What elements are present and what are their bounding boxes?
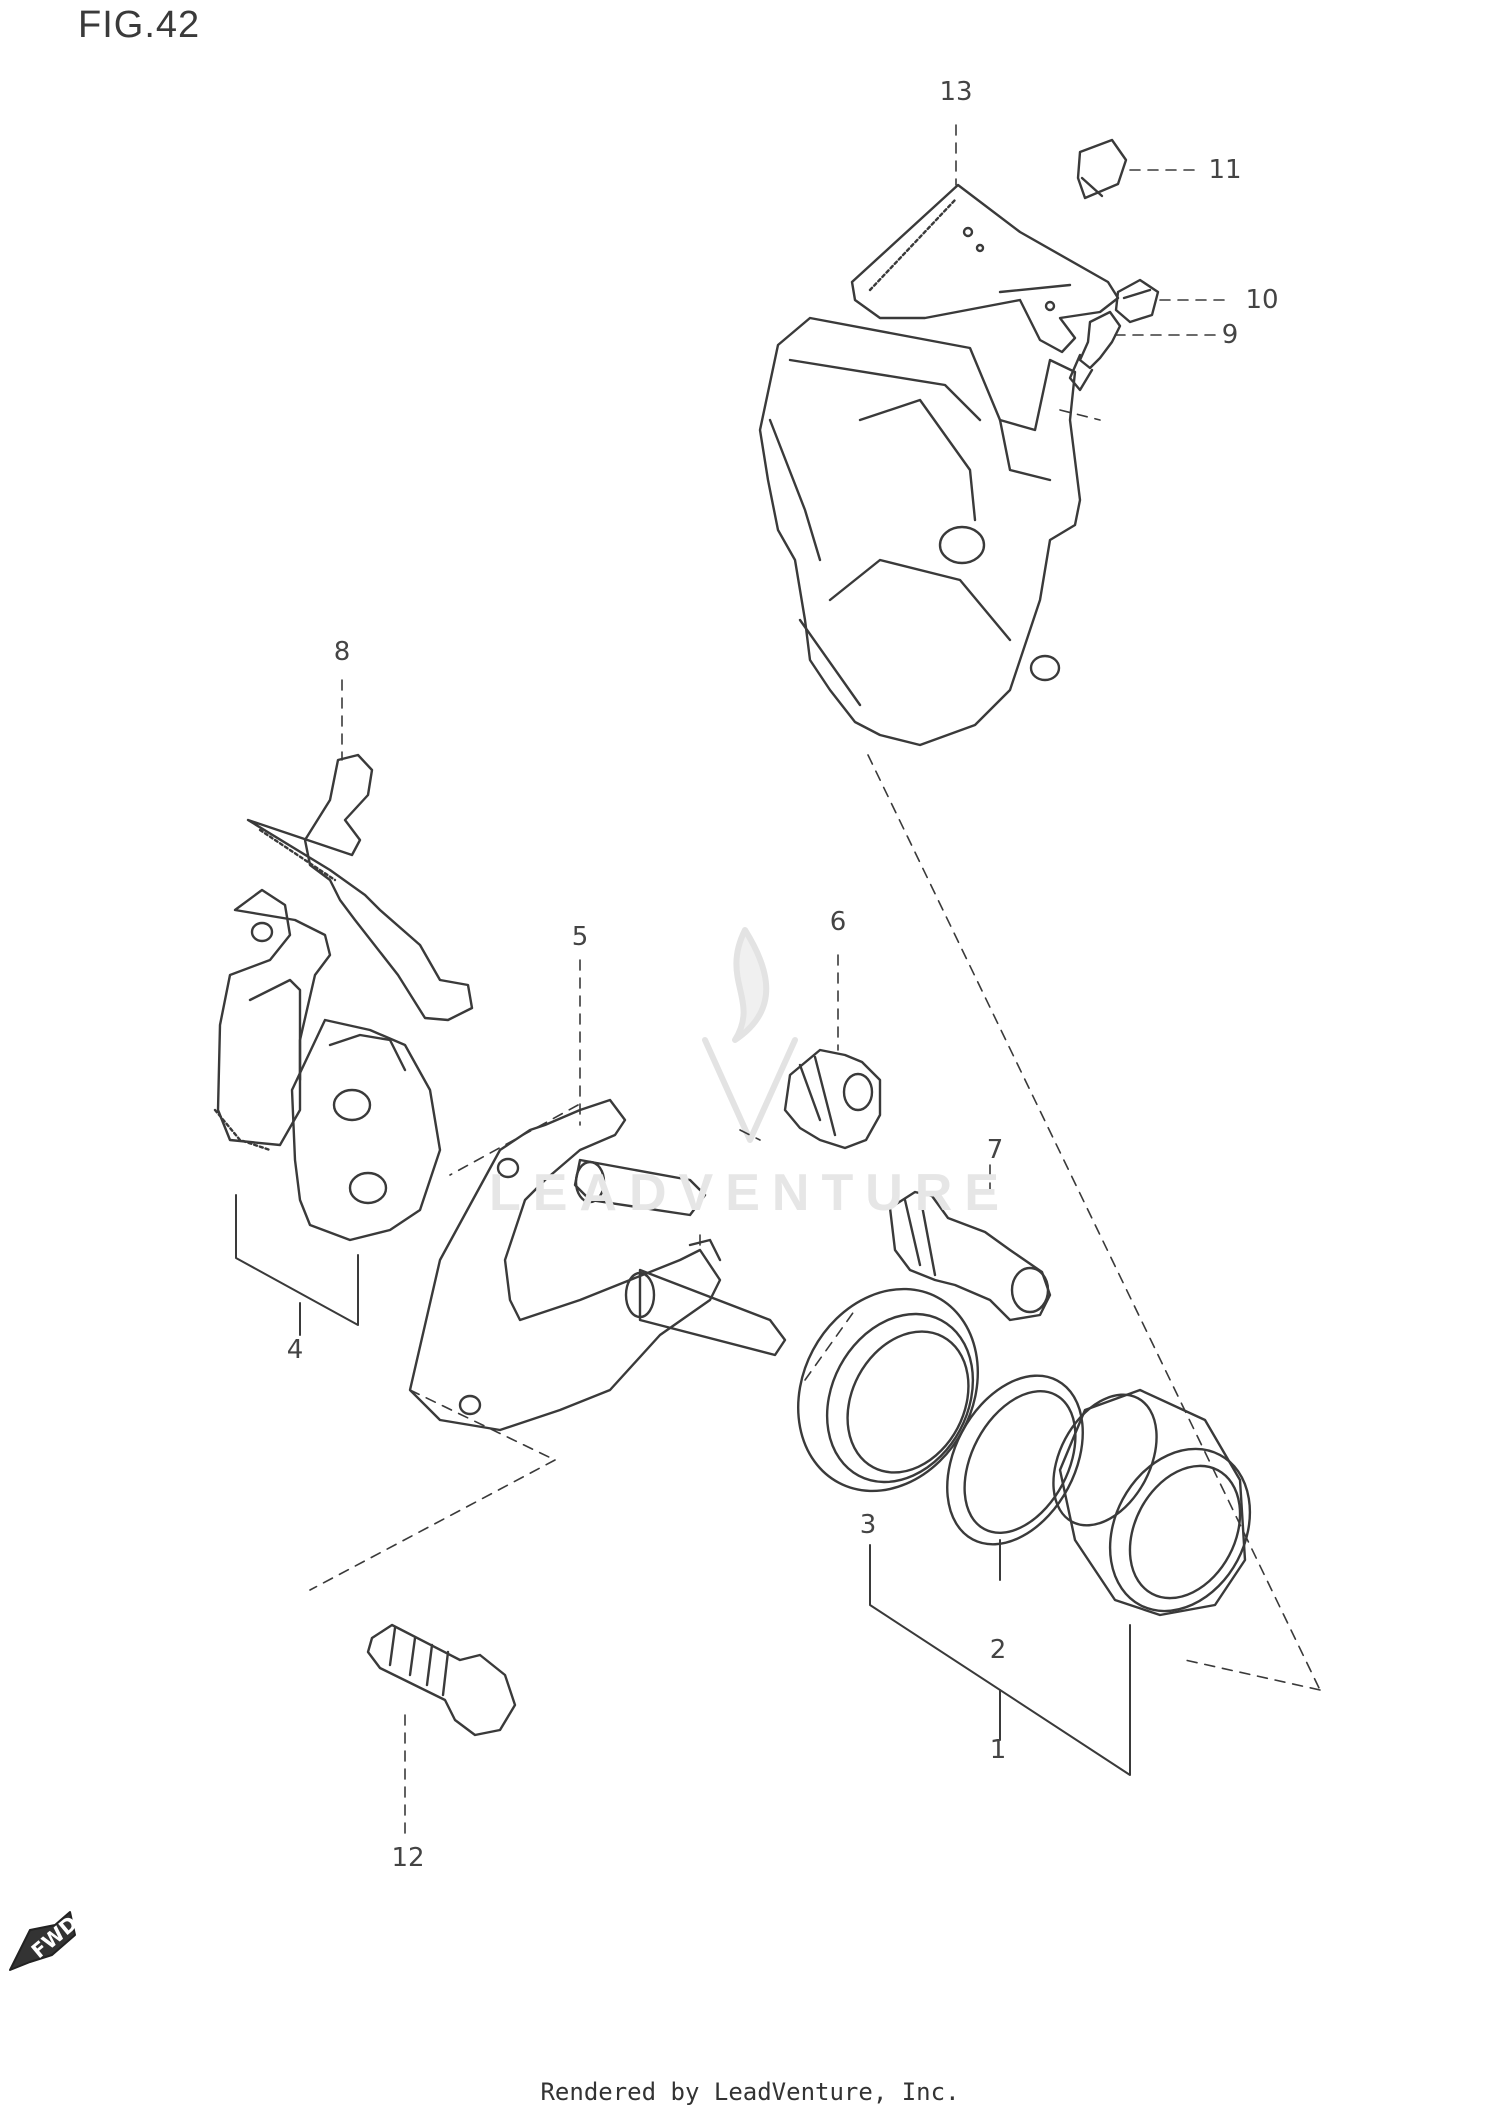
callout-7[interactable]: 7 bbox=[986, 1135, 1004, 1165]
callout-5[interactable]: 5 bbox=[571, 922, 589, 952]
group-bracket-4 bbox=[235, 1194, 359, 1336]
watermark-text: LEADVENTURE bbox=[488, 1164, 1012, 1222]
part-7-pin[interactable] bbox=[888, 1190, 1052, 1322]
part-12-bolt[interactable] bbox=[366, 1623, 517, 1737]
part-9-bleeder[interactable] bbox=[1068, 310, 1122, 392]
part-8-pad-spring[interactable] bbox=[246, 753, 474, 1022]
callout-6[interactable]: 6 bbox=[829, 907, 847, 937]
callout-12[interactable]: 12 bbox=[391, 1843, 425, 1873]
watermark-logo bbox=[702, 927, 798, 1143]
part-13-bracket[interactable] bbox=[850, 183, 1120, 354]
part-2-ring[interactable] bbox=[920, 1352, 1110, 1567]
callout-8[interactable]: 8 bbox=[333, 637, 351, 667]
leader-lines bbox=[309, 124, 1321, 1836]
callout-13[interactable]: 13 bbox=[939, 77, 973, 107]
callout-4[interactable]: 4 bbox=[286, 1335, 304, 1365]
caliper-body[interactable] bbox=[758, 316, 1082, 747]
figure-title: FIG.42 bbox=[78, 4, 201, 46]
callout-10[interactable]: 10 bbox=[1245, 285, 1279, 315]
part-3-seal[interactable] bbox=[764, 1257, 1013, 1522]
callout-2[interactable]: 2 bbox=[989, 1635, 1007, 1665]
fwd-arrow-icon: FWD bbox=[9, 1911, 82, 1971]
callout-11[interactable]: 11 bbox=[1208, 155, 1242, 185]
part-11-bolt[interactable] bbox=[1076, 138, 1128, 200]
footer-credit: Rendered by LeadVenture, Inc. bbox=[540, 2078, 960, 2106]
part-10-cap[interactable] bbox=[1114, 278, 1160, 324]
part-6-boot[interactable] bbox=[783, 1048, 882, 1150]
callout-1[interactable]: 1 bbox=[989, 1735, 1007, 1765]
callout-9[interactable]: 9 bbox=[1221, 320, 1239, 350]
part-5-caliper-bracket[interactable] bbox=[408, 1098, 787, 1432]
part-1-piston[interactable] bbox=[1032, 1377, 1277, 1635]
callout-3[interactable]: 3 bbox=[859, 1510, 877, 1540]
part-4-brake-pads[interactable] bbox=[213, 888, 442, 1242]
group-bracket-1 bbox=[869, 1539, 1131, 1776]
